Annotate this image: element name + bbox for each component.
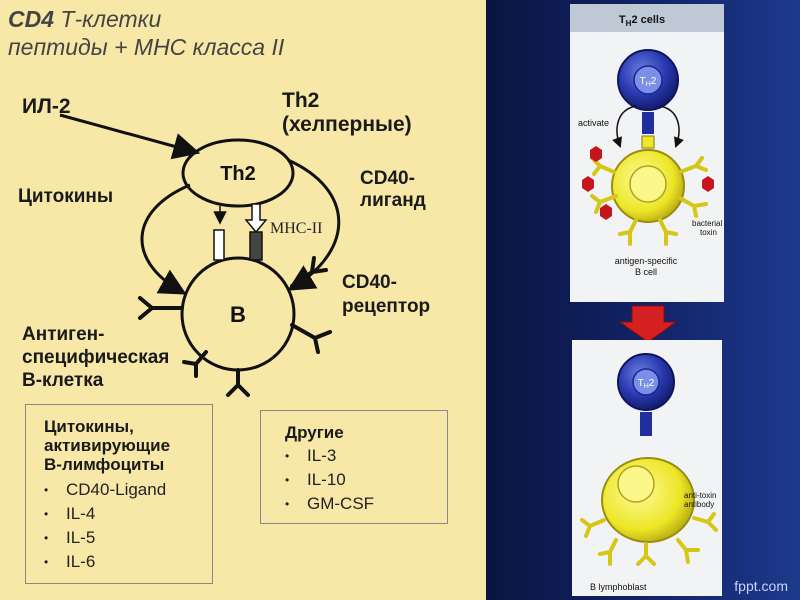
th2-cell-top-label: TH2 bbox=[640, 76, 657, 88]
bcell-label-line1: Антиген- bbox=[22, 324, 105, 345]
cd40-ligand-line1: CD40- bbox=[360, 168, 415, 189]
th2-nucleus-bottom bbox=[632, 368, 660, 396]
il2-arrow bbox=[59, 113, 201, 160]
box1-title-line1: Цитокины, bbox=[44, 417, 134, 436]
toxin-label-2: toxin bbox=[700, 228, 717, 237]
bcell-label-line3: В-клетка bbox=[22, 370, 104, 391]
slide-subtitle: пептиды + MHC класса II bbox=[8, 34, 285, 60]
bcell-label-line2: специфическая bbox=[22, 347, 170, 368]
tcr-top bbox=[642, 112, 654, 134]
b-nucleus-top bbox=[629, 165, 667, 203]
tcr-receptor bbox=[213, 229, 225, 261]
box2-list: •IL-3 •IL-10 •GM-CSF bbox=[285, 444, 374, 516]
activate-arrow-right bbox=[659, 105, 684, 148]
th2-cell-outline bbox=[181, 138, 295, 208]
th2-nucleus-top bbox=[633, 65, 663, 95]
transition-arrow bbox=[618, 305, 678, 343]
il2-label: ИЛ-2 bbox=[22, 95, 71, 118]
toxin-1 bbox=[590, 146, 602, 162]
bcell-label-top-2: B cell bbox=[635, 267, 657, 277]
b-lymphoblast-nucleus bbox=[617, 465, 655, 503]
right-panel: TH2 cells TH2 activate bbox=[486, 0, 800, 600]
right-illustration: TH2 cells TH2 activate bbox=[570, 4, 724, 596]
list-item: •IL-6 bbox=[44, 552, 96, 572]
list-item: •GM-CSF bbox=[285, 494, 375, 514]
toxin-2 bbox=[582, 176, 594, 192]
slide-title: CD4 Т-клетки bbox=[8, 6, 161, 32]
box1-title-line3: В-лимфоциты bbox=[44, 455, 165, 474]
list-item: •IL-3 bbox=[285, 446, 337, 465]
toxin-label-1: bacterial bbox=[692, 219, 722, 228]
th2-helper-line1: Th2 bbox=[282, 89, 320, 112]
th2-cell-bottom-label: TH2 bbox=[638, 378, 655, 390]
toxin-4 bbox=[702, 176, 714, 192]
other-box: Другие •IL-3 •IL-10 •GM-CSF bbox=[260, 410, 448, 524]
list-item: •IL-10 bbox=[285, 470, 346, 490]
cd40-receptor-line1: CD40- bbox=[342, 272, 397, 293]
cd40-ligand-line2: лиганд bbox=[360, 190, 426, 211]
watermark: fppt.com bbox=[734, 578, 788, 594]
box2-title: Другие bbox=[285, 423, 344, 442]
list-item: •IL-4 bbox=[44, 504, 96, 524]
top-panel-header: TH2 cells bbox=[619, 14, 665, 28]
antibody-label-2: antibody bbox=[684, 500, 714, 509]
th2-cell-label: Th2 bbox=[220, 163, 256, 185]
mhc-molecule bbox=[249, 231, 263, 261]
activate-label: activate bbox=[578, 118, 609, 128]
cytokines-arrow bbox=[140, 183, 191, 295]
box1-list: •CD40-Ligand •IL-4 •IL-5 •IL-6 bbox=[44, 478, 170, 574]
tcr-bottom bbox=[640, 412, 652, 436]
antibody-bottom bbox=[226, 368, 250, 397]
left-panel: CD4 Т-клетки пептиды + MHC класса II bbox=[0, 0, 486, 600]
antibody-upper-right bbox=[290, 256, 328, 288]
b-cell-label: B bbox=[230, 302, 246, 327]
lymphoblast-label: B lymphoblast bbox=[590, 582, 647, 592]
antibody-label-1: anti-toxin bbox=[684, 491, 716, 500]
cytokines-box: Цитокины, активирующие В-лимфоциты •CD40… bbox=[25, 404, 213, 584]
bcell-label-top-1: antigen-specific bbox=[615, 256, 678, 266]
list-item: •CD40-Ligand bbox=[44, 480, 167, 499]
mhc-top bbox=[641, 135, 655, 149]
title-rest: Т-клетки bbox=[54, 6, 162, 32]
diagram-graphics: Th2 B MHC-II bbox=[59, 113, 341, 397]
cd40-receptor-line2: рецептор bbox=[342, 296, 431, 317]
antibody-lower-left bbox=[182, 350, 208, 378]
activate-arrow-left bbox=[612, 105, 637, 148]
antibody-left bbox=[138, 296, 184, 320]
mhc-arrow bbox=[244, 203, 268, 234]
cytokines-label: Цитокины bbox=[18, 186, 114, 207]
antibody-right bbox=[290, 323, 332, 354]
toxin-3 bbox=[600, 204, 612, 220]
title-prefix: CD4 bbox=[8, 6, 55, 32]
list-item: •IL-5 bbox=[44, 528, 96, 548]
top-panel-header-bg bbox=[570, 4, 724, 32]
mhc-label: MHC-II bbox=[270, 220, 322, 237]
box1-title-line2: активирующие bbox=[44, 436, 171, 455]
th2-helper-line2: (хелперные) bbox=[282, 113, 412, 136]
